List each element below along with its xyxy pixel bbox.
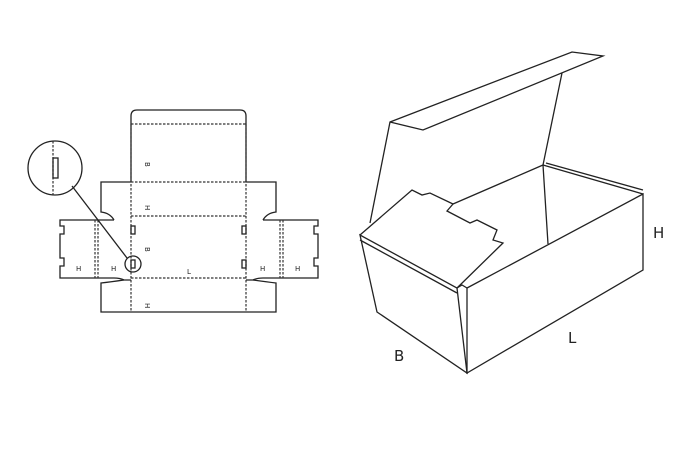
front-panel xyxy=(466,192,644,375)
label-width: B xyxy=(394,347,404,365)
label-height: H xyxy=(653,224,664,242)
label-lower-side: H xyxy=(143,303,151,308)
lid xyxy=(369,51,606,224)
lower-side-outline xyxy=(100,279,277,313)
label-length: L xyxy=(568,329,577,347)
label-left-outer: H xyxy=(76,265,81,273)
top-flap-outline xyxy=(130,109,247,182)
back-rim xyxy=(542,162,644,195)
lock-slot xyxy=(130,259,136,269)
label-base-width: B xyxy=(143,247,151,252)
label-upper-side: H xyxy=(143,205,151,210)
end-panel xyxy=(359,233,468,375)
upper-side-outline xyxy=(100,181,277,221)
inner-back-edge xyxy=(452,164,549,245)
detail-leader-line xyxy=(71,185,128,259)
dieline: B H B L H H H H H xyxy=(27,109,319,313)
label-left-inner: H xyxy=(111,265,116,273)
detail-marker-circle xyxy=(124,255,142,273)
right-flap-outline xyxy=(246,219,319,281)
label-right-outer: H xyxy=(295,265,300,273)
box-3d: H L B xyxy=(359,51,664,375)
label-base-length: L xyxy=(187,268,191,276)
label-top-flap: B xyxy=(143,162,151,167)
label-right-inner: H xyxy=(260,265,265,273)
left-flap-outline xyxy=(59,219,131,281)
inner-tab-flap xyxy=(359,189,505,289)
detail-slot xyxy=(52,157,59,179)
lock-slot xyxy=(241,259,247,269)
lock-slot xyxy=(241,225,247,235)
detail-zoom-circle xyxy=(27,140,83,196)
lock-slot xyxy=(130,225,136,235)
